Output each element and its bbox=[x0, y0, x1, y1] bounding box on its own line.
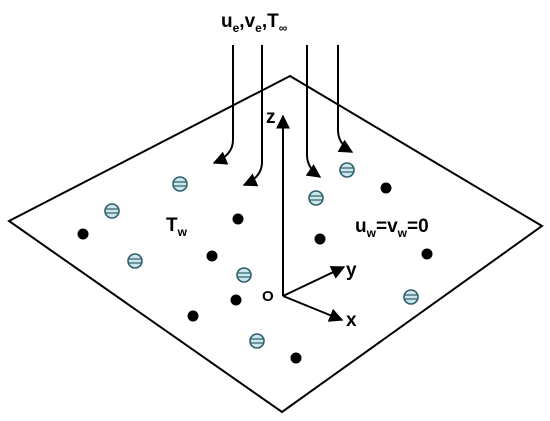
hatched-particle bbox=[127, 253, 143, 269]
flow-line-1 bbox=[212, 45, 234, 165]
solid-particle bbox=[187, 310, 199, 322]
freestream-label: ue,ve,T∞ bbox=[221, 11, 287, 35]
hatched-particle bbox=[104, 203, 120, 219]
y-axis-label: y bbox=[346, 260, 357, 281]
x-axis-label: x bbox=[346, 310, 357, 331]
flow-line-4 bbox=[337, 45, 354, 153]
hatched-particles bbox=[104, 162, 419, 349]
solid-particle bbox=[206, 250, 218, 262]
solid-particle bbox=[232, 213, 244, 225]
hatched-particle bbox=[236, 267, 252, 283]
hatched-particle bbox=[308, 190, 324, 206]
freestream-flow-lines bbox=[212, 45, 354, 187]
x-axis bbox=[282, 295, 344, 322]
solid-particle bbox=[290, 352, 302, 364]
solid-particle bbox=[314, 233, 326, 245]
wall-plate bbox=[7, 74, 544, 414]
solid-particles bbox=[77, 182, 433, 364]
flow-line-2 bbox=[242, 45, 263, 187]
solid-particle bbox=[380, 182, 392, 194]
wall-temperature-label: Tw bbox=[166, 215, 188, 239]
z-axis-label: z bbox=[266, 107, 276, 128]
hatched-particle bbox=[339, 162, 355, 178]
origin-label: O bbox=[262, 288, 274, 305]
hatched-particle bbox=[249, 333, 265, 349]
y-axis bbox=[282, 266, 346, 297]
solid-particle bbox=[77, 228, 89, 240]
solid-particle bbox=[421, 248, 433, 260]
hatched-particle bbox=[403, 289, 419, 305]
solid-particle bbox=[230, 294, 242, 306]
hatched-particle bbox=[172, 176, 188, 192]
coordinate-axes bbox=[276, 114, 346, 322]
flow-line-3 bbox=[305, 45, 322, 178]
wall-velocity-label: uw=vw=0 bbox=[355, 216, 429, 240]
